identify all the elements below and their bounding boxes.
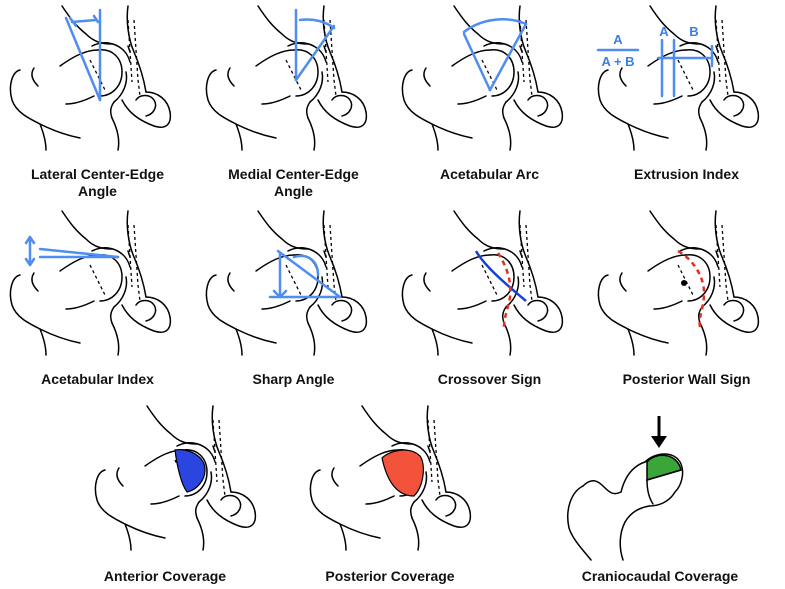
panel-anterior-coverage: Anterior Coverage <box>65 400 265 589</box>
caption-acetabular-arc: Acetabular Arc <box>439 166 540 182</box>
anterior-coverage-diagram <box>94 405 257 551</box>
caption-lateral-center-edge: Lateral Center-Edge Angle <box>30 166 165 199</box>
panel-medial-center-edge: Medial Center-Edge Angle <box>196 0 391 205</box>
caption-acetabular-index: Acetabular Index <box>41 371 154 387</box>
down-arrow-icon <box>651 436 667 448</box>
lateral-center-edge-diagram <box>9 5 172 151</box>
caption-medial-center-edge: Medial Center-Edge Angle <box>228 166 359 199</box>
panel-posterior-coverage: Posterior Coverage <box>290 400 490 589</box>
sharp-angle-diagram <box>205 210 368 356</box>
caption-posterior-coverage: Posterior Coverage <box>325 568 455 584</box>
caption-sharp-angle: Sharp Angle <box>252 371 335 387</box>
panel-crossover-sign: Crossover Sign <box>392 205 587 395</box>
panel-acetabular-arc: Acetabular Arc <box>392 0 587 205</box>
acetabular-index-diagram <box>9 210 172 356</box>
panel-extrusion-index: A A + B A B Extrusion Index <box>588 0 785 205</box>
panel-acetabular-index: Acetabular Index <box>0 205 195 395</box>
medial-center-edge-diagram <box>205 5 368 151</box>
extrusion-index-diagram: A A + B A B <box>596 5 760 151</box>
caption-anterior-coverage: Anterior Coverage <box>103 568 227 584</box>
craniocaudal-coverage-diagram <box>567 416 684 561</box>
extrusion-label-a: A <box>659 24 669 39</box>
caption-craniocaudal-coverage: Craniocaudal Coverage <box>581 568 739 584</box>
acetabular-arc-diagram <box>401 5 564 151</box>
panel-craniocaudal-coverage: Craniocaudal Coverage <box>535 400 785 589</box>
panel-lateral-center-edge: Lateral Center-Edge Angle <box>0 0 195 205</box>
panel-sharp-angle: Sharp Angle <box>196 205 391 395</box>
posterior-coverage-diagram <box>309 405 472 551</box>
crossover-sign-diagram <box>401 210 564 356</box>
caption-posterior-wall-sign: Posterior Wall Sign <box>622 371 751 387</box>
caption-extrusion-index: Extrusion Index <box>633 166 740 182</box>
extrusion-label-b: B <box>689 24 698 39</box>
panel-posterior-wall-sign: Posterior Wall Sign <box>588 205 785 395</box>
extrusion-fraction-denominator: A + B <box>601 54 634 69</box>
caption-crossover-sign: Crossover Sign <box>437 371 542 387</box>
extrusion-fraction-numerator: A <box>613 32 623 47</box>
posterior-wall-sign-diagram <box>597 210 760 356</box>
